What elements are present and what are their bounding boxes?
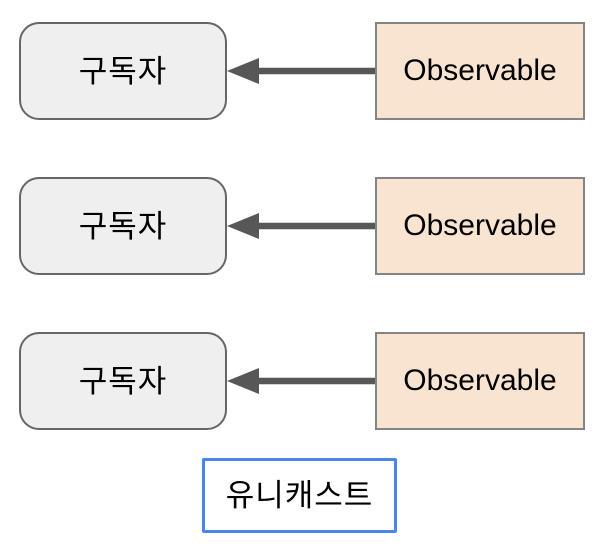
- arrow-left-icon: [227, 368, 375, 394]
- unicast-caption-box: 유니캐스트: [202, 458, 397, 533]
- observable-box: Observable: [375, 177, 585, 275]
- observable-box: Observable: [375, 22, 585, 120]
- diagram-row: 구독자 Observable: [0, 22, 603, 120]
- subscriber-label: 구독자: [78, 53, 168, 89]
- subscriber-box: 구독자: [19, 22, 227, 120]
- arrow-head: [227, 58, 259, 84]
- diagram-row: 구독자 Observable: [0, 332, 603, 430]
- observable-label: Observable: [403, 54, 557, 87]
- arrow-head: [227, 213, 259, 239]
- subscriber-box: 구독자: [19, 332, 227, 430]
- unicast-caption-label: 유니캐스트: [225, 478, 374, 513]
- subscriber-label: 구독자: [78, 208, 168, 244]
- subscriber-box: 구독자: [19, 177, 227, 275]
- diagram-row: 구독자 Observable: [0, 177, 603, 275]
- observable-label: Observable: [403, 364, 557, 397]
- arrow-left-icon: [227, 58, 375, 84]
- observable-box: Observable: [375, 332, 585, 430]
- arrow-left-icon: [227, 213, 375, 239]
- subscriber-label: 구독자: [78, 363, 168, 399]
- arrow-head: [227, 368, 259, 394]
- observable-label: Observable: [403, 209, 557, 242]
